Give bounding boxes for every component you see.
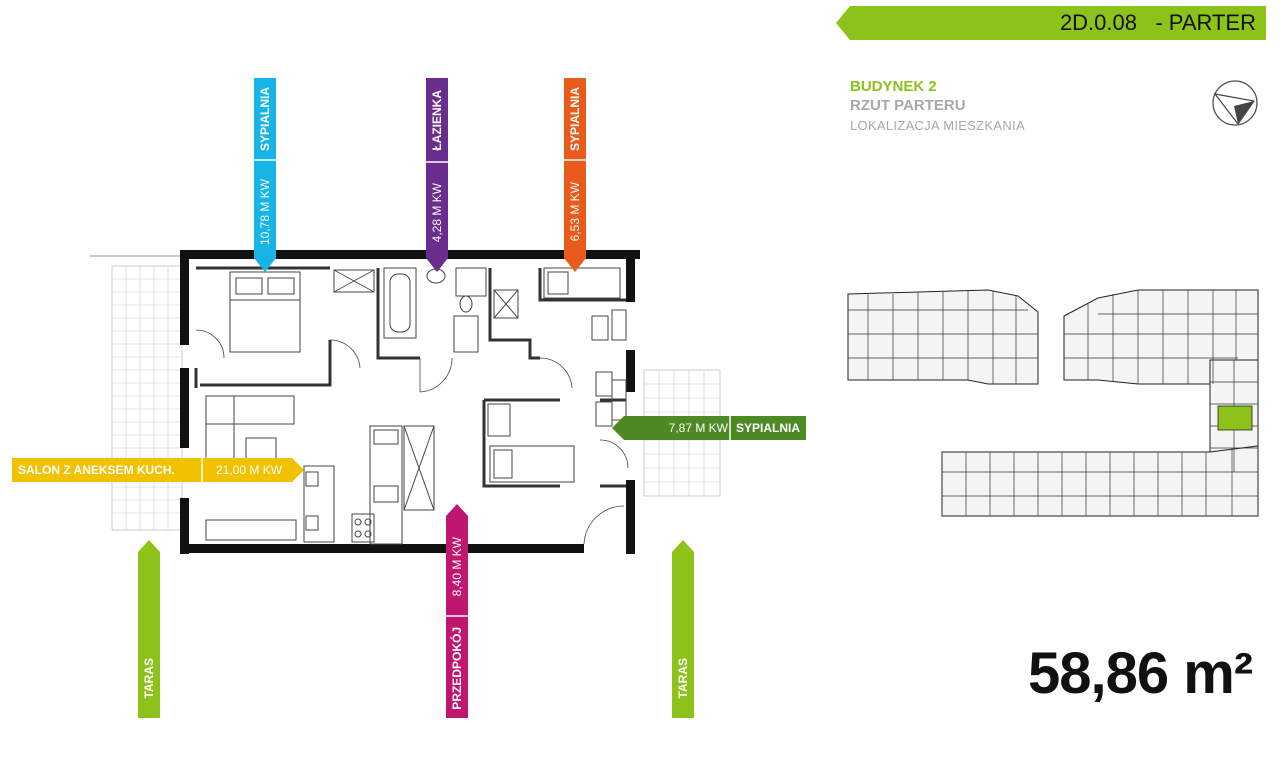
label-bedroom-1-shape: [254, 78, 276, 272]
floor-suffix: - PARTER: [1149, 10, 1256, 35]
hallway-area: 8,40 M KW: [450, 537, 464, 597]
bed-bedroom-2: [543, 267, 627, 341]
hallway-name: PRZEDPOKÓJ: [450, 626, 464, 710]
building-key-plan: [847, 289, 1259, 517]
label-living-room-shape: [12, 458, 304, 482]
bathtub: [383, 267, 417, 339]
bed-bedroom-1: [229, 271, 301, 353]
label-hallway-shape: [446, 504, 468, 718]
label-living-room: SALON Z ANEKSEM KUCH. 21,00 M KW: [12, 458, 304, 482]
label-bedroom-3-shape: [612, 416, 806, 440]
label-terrace-left-shape: [138, 540, 160, 718]
terrace-right-name: TARAS: [676, 657, 690, 699]
unit-code-text: 2D.0.08 - PARTER: [1060, 10, 1256, 36]
label-terrace-right-shape: [672, 540, 694, 718]
label-bedroom-2-shape: [564, 78, 586, 272]
label-bedroom-2: SYPIALNIA 6,53 M KW: [564, 78, 586, 272]
living-room-area: 21,00 M KW: [216, 463, 283, 477]
label-terrace-left: TARAS: [138, 540, 160, 718]
location-caption: LOKALIZACJA MIESZKANIA: [850, 118, 1025, 133]
unit-header-tag: 2D.0.08 - PARTER: [836, 6, 1266, 40]
total-area: 58,86 m²: [1028, 641, 1253, 706]
terrace-left-name: TARAS: [142, 657, 156, 699]
label-bedroom-1: SYPIALNIA 10,78 M KW: [254, 78, 276, 272]
bathroom-name: ŁAZIENKA: [430, 89, 444, 151]
unit-code: 2D.0.08: [1059, 10, 1137, 35]
label-hallway: 8,40 M KW PRZEDPOKÓJ: [446, 504, 468, 718]
header-tag-shape: [836, 6, 1266, 40]
bedroom-2-area: 6,53 M KW: [568, 182, 582, 242]
highlighted-apartment: [1217, 405, 1253, 431]
bedroom-1-name: SYPIALNIA: [258, 86, 272, 151]
label-bathroom-shape: [426, 78, 448, 272]
compass-icon: [1212, 80, 1258, 126]
bed-bedroom-3: [487, 371, 627, 483]
label-bathroom: ŁAZIENKA 4,28 M KW: [426, 78, 448, 272]
living-room-name: SALON Z ANEKSEM KUCH.: [18, 463, 175, 477]
building-title: BUDYNEK 2: [850, 78, 937, 95]
label-bedroom-3: 7,87 M KW SYPIALNIA: [612, 416, 806, 440]
bedroom-1-area: 10,78 M KW: [258, 178, 272, 246]
bathroom-area: 4,28 M KW: [430, 183, 444, 243]
floor-plan-title: RZUT PARTERU: [850, 97, 966, 114]
bedroom-3-area: 7,87 M KW: [668, 421, 728, 435]
bedroom-3-name: SYPIALNIA: [736, 421, 801, 435]
terrace-left-grid: [111, 265, 183, 531]
label-terrace-right: TARAS: [672, 540, 694, 718]
bedroom-2-name: SYPIALNIA: [568, 86, 582, 151]
